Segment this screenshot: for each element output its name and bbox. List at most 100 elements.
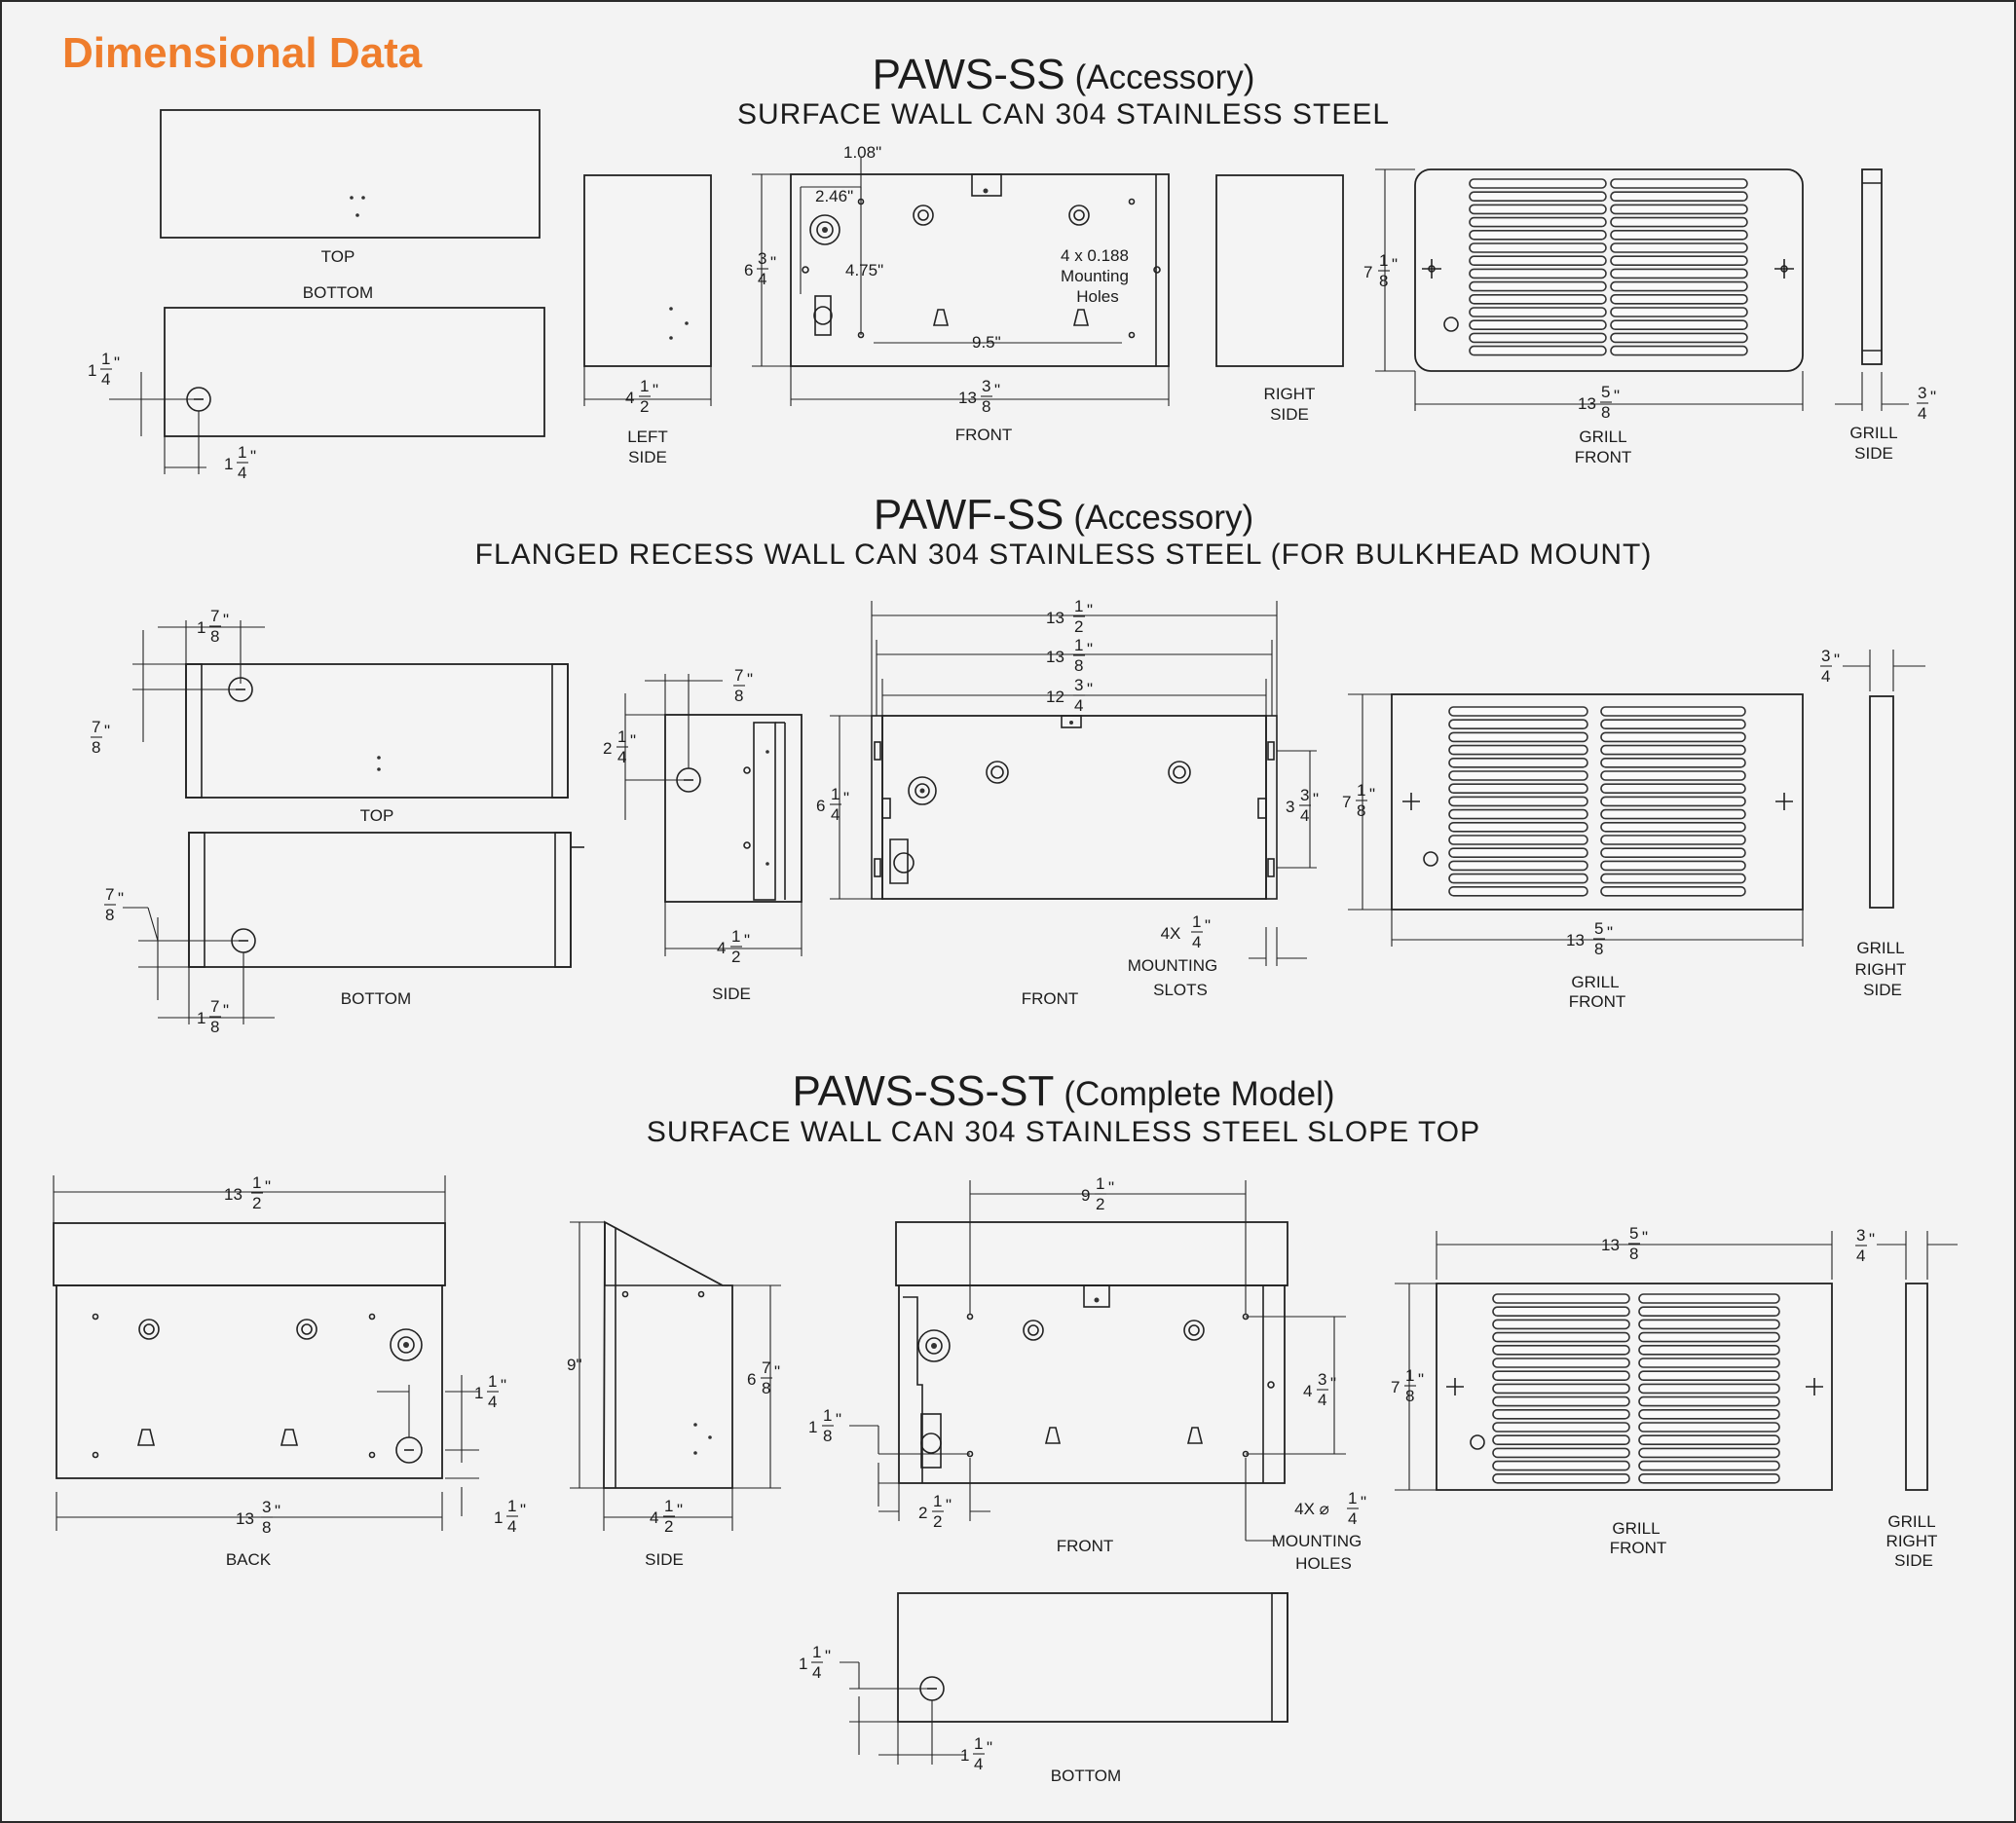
grill-louvre [1469,332,1607,344]
svg-text:1: 1 [1074,597,1083,615]
grill-louvre [1610,307,1748,317]
svg-text:4: 4 [717,939,726,957]
svg-text:7: 7 [1363,263,1372,281]
svg-text:FRONT: FRONT [955,426,1013,444]
svg-text:1: 1 [823,1406,832,1425]
svg-text:": " [1418,1370,1424,1389]
frac-7-1-8-b: 718" [1391,1366,1424,1405]
grill-louvre [1492,1306,1630,1317]
grill-louvre [1610,280,1748,292]
paws-right-side-view: RIGHT SIDE [1215,174,1344,424]
svg-text:3: 3 [1318,1370,1326,1389]
grill-louvre [1638,1447,1780,1459]
grill-louvre [1600,757,1746,768]
svg-text:1: 1 [831,785,840,803]
grill-louvre [1448,796,1588,807]
svg-text:GRILL: GRILL [1887,1512,1935,1531]
svg-text:": " [1313,790,1319,808]
svg-text:": " [946,1496,952,1514]
grill-louvre [1469,280,1607,292]
svg-text:1: 1 [88,361,96,380]
svg-text:1: 1 [617,727,626,746]
svg-text:": " [1614,387,1620,405]
svg-text:4: 4 [758,270,766,288]
svg-text:4: 4 [1074,696,1083,715]
svg-text:4: 4 [650,1508,658,1527]
svg-text:4.75": 4.75" [845,261,883,279]
svg-text:8: 8 [1357,801,1365,820]
svg-text:": " [677,1501,683,1519]
svg-text:1.08": 1.08" [843,143,881,162]
svg-text:1: 1 [488,1372,497,1391]
grill-louvre [1492,1434,1630,1445]
grill-louvre [1610,345,1748,356]
paws-bottom-view: BOTTOM [109,283,545,474]
svg-text:1: 1 [238,443,246,462]
frac-1-1-4-d: 114" [494,1497,526,1536]
frac-1-4-slot: 14" [1191,912,1211,951]
svg-text:4: 4 [974,1755,983,1773]
grill-louvre [1610,230,1748,241]
grill-louvre [1469,319,1607,331]
grill-louvre [1492,1331,1630,1343]
svg-text:1: 1 [101,350,110,368]
svg-text:BACK: BACK [226,1550,272,1569]
svg-text:MOUNTING: MOUNTING [1128,956,1218,975]
label-top: TOP [321,247,355,266]
frac-3-3-4: 334" [1286,786,1319,825]
svg-text:1: 1 [664,1497,673,1515]
grill-louvre [1600,783,1746,795]
svg-text:4: 4 [1300,806,1309,825]
grill-louvre [1469,255,1607,267]
grill-louvre [1600,885,1746,897]
grill-louvre [1610,204,1748,215]
svg-text:3: 3 [1286,798,1294,816]
grill-louvre [1448,847,1588,859]
svg-text:Mounting: Mounting [1061,267,1129,285]
paws-st-grill-side-view: 34" GRILL RIGHT SIDE [1855,1226,1958,1570]
grill-louvre [1638,1409,1780,1420]
svg-text:8: 8 [762,1379,770,1397]
paws-top-view: TOP [160,109,541,266]
svg-text:": " [843,789,849,807]
frac-6-1-4: 614" [816,785,849,824]
frac-1-7-8-b: 178" [197,997,229,1036]
svg-text:1: 1 [640,377,649,395]
svg-text:FRONT: FRONT [1610,1539,1667,1557]
svg-text:": " [250,447,256,465]
grill-louvre [1600,796,1746,807]
svg-text:8: 8 [1074,656,1083,675]
grill-louvre [1600,821,1746,833]
grill-louvre [1638,1434,1780,1445]
svg-text:1: 1 [507,1497,516,1515]
paws-left-side-view: 412" LEFT SIDE [583,174,712,466]
grill-louvre [1469,191,1607,202]
grill-louvre [1638,1319,1780,1330]
frac-4-3-4: 434" [1303,1370,1336,1409]
svg-text:SIDE: SIDE [628,448,667,466]
svg-text:4: 4 [1821,667,1830,686]
svg-text:1: 1 [474,1384,483,1402]
svg-text:SIDE: SIDE [1270,405,1309,424]
grill-louvre [1469,293,1607,305]
grill-louvre [1492,1473,1630,1484]
paws-st-front-view: FRONT 4X ⌀ MOUNTING HOLES [849,1180,1362,1573]
frac-7-8-b: 78" [104,885,124,924]
svg-text:2: 2 [252,1194,261,1212]
grill-louvre [1448,821,1588,833]
svg-text:": " [747,670,753,688]
svg-text:3: 3 [1821,647,1830,665]
pawf-side-view: SIDE [624,674,803,1003]
svg-text:5: 5 [1594,919,1603,938]
grill-louvre [1469,216,1607,228]
frac-7-8-c: 78" [733,666,753,705]
svg-text:3: 3 [1074,676,1083,694]
svg-text:4: 4 [488,1393,497,1411]
svg-text:FRONT: FRONT [1575,448,1632,466]
svg-text:1: 1 [812,1643,821,1661]
svg-text:8: 8 [210,1018,219,1036]
svg-text:4X: 4X [1161,924,1181,943]
frac-1-1-4-f: 114" [960,1734,992,1773]
